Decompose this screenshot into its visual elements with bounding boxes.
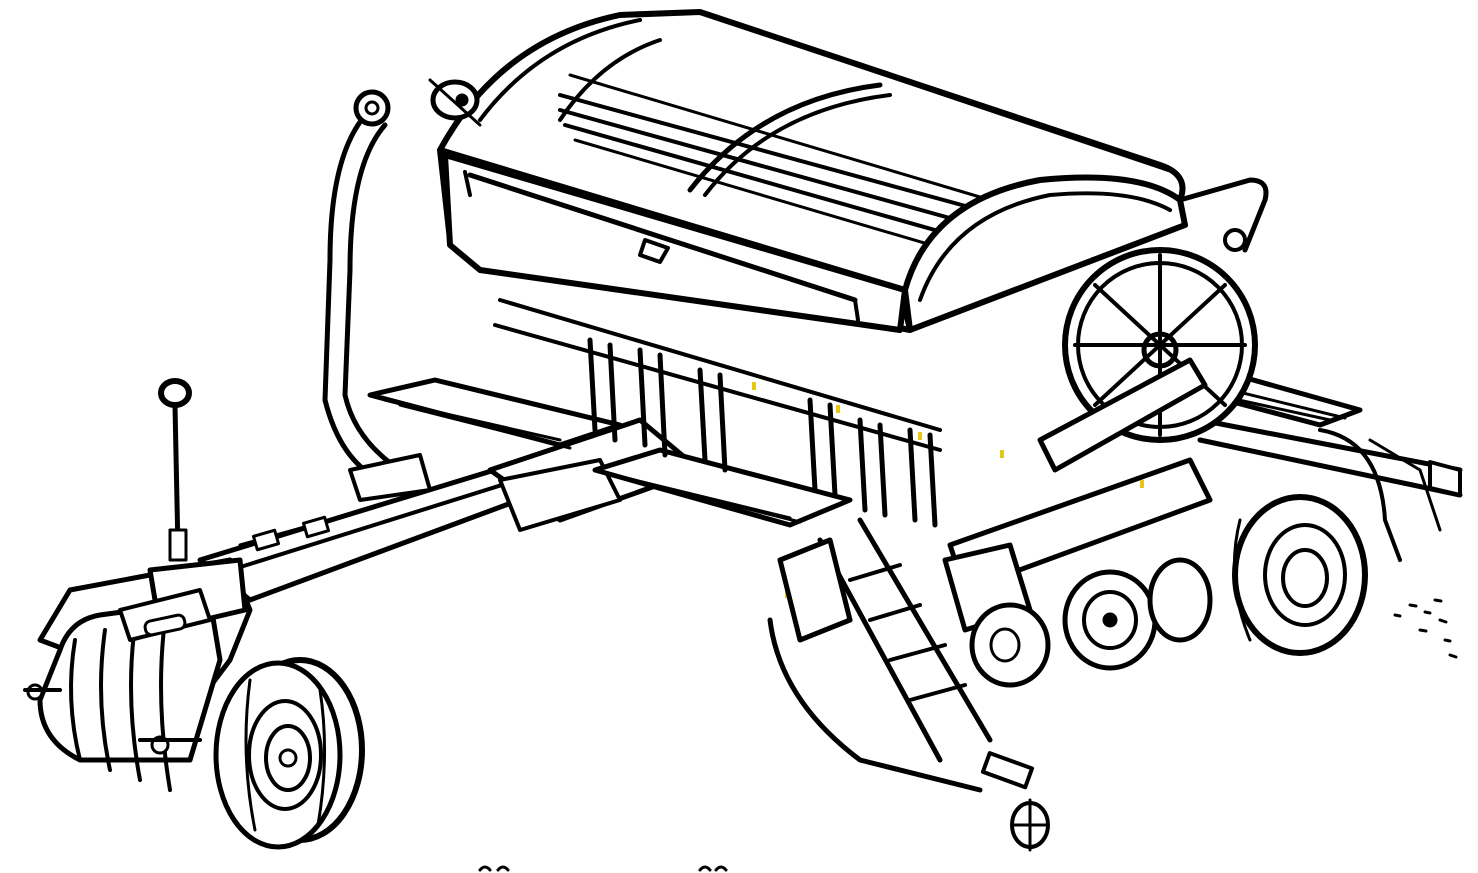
access-ladder <box>767 517 993 793</box>
front-packer-roller <box>23 557 253 792</box>
main-frame <box>367 362 1463 633</box>
jack-ring-icon <box>158 378 192 408</box>
crank-handle-icon <box>353 89 391 127</box>
seed-hopper <box>437 9 1188 333</box>
hitch-marker-disc <box>980 751 1050 852</box>
drawbar <box>197 417 703 603</box>
drive-gear-wheel <box>1037 177 1269 473</box>
jack-stand <box>158 378 192 562</box>
rear-press-wheels <box>969 428 1442 688</box>
top-marker-disc <box>428 78 482 127</box>
front-gauge-wheel <box>213 657 365 850</box>
left-marker-arm <box>322 89 432 502</box>
seed-tubes <box>493 298 1144 598</box>
ground-marks <box>478 598 1458 872</box>
